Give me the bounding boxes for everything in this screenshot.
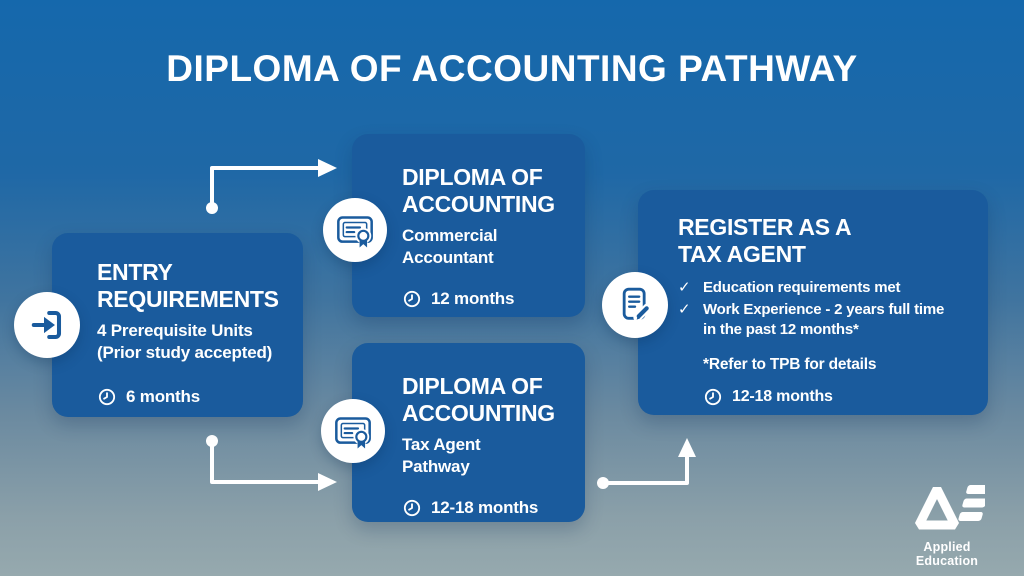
card-heading: DIPLOMA OF ACCOUNTING	[402, 373, 555, 427]
certificate-icon	[321, 399, 385, 463]
brand-logo-text: Applied Education	[915, 540, 979, 568]
clock-icon	[402, 498, 422, 518]
footnote: *Refer to TPB for details	[703, 355, 877, 373]
arrow-entry-to-diploma-bottom	[206, 435, 337, 491]
checklist-item-label: Work Experience - 2 years full time in t…	[703, 301, 945, 338]
brand-logo: Applied Education	[893, 482, 1001, 568]
certificate-icon	[323, 198, 387, 262]
duration-label: 12-18 months	[431, 498, 539, 518]
checklist-item-label: Education requirements met	[703, 279, 901, 297]
clock-icon	[97, 387, 117, 407]
card-diploma-commercial: DIPLOMA OF ACCOUNTING Commercial Account…	[352, 134, 585, 317]
card-register-tax-agent: REGISTER AS A TAX AGENT ✓ Education requ…	[638, 190, 988, 415]
arrow-entry-to-diploma-top	[206, 159, 337, 214]
duration-row: 12-18 months	[703, 387, 982, 407]
duration-row: 12-18 months	[402, 498, 577, 518]
duration-row: 6 months	[97, 387, 291, 407]
duration-row: 12 months	[402, 289, 577, 309]
login-icon	[14, 292, 80, 358]
checklist-item: ✓ Work Experience - 2 years full time in…	[678, 300, 982, 340]
check-icon: ✓	[678, 279, 691, 297]
duration-label: 12 months	[431, 289, 515, 309]
check-icon: ✓	[678, 301, 691, 319]
checklist: ✓ Education requirements met ✓ Work Expe…	[678, 278, 982, 339]
arrow-diploma-to-register	[597, 438, 696, 489]
card-heading: REGISTER AS A TAX AGENT	[678, 214, 852, 268]
clock-icon	[402, 289, 422, 309]
checklist-item: ✓ Education requirements met	[678, 278, 982, 298]
document-edit-icon	[602, 272, 668, 338]
duration-label: 12-18 months	[732, 387, 833, 405]
card-diploma-tax-agent: DIPLOMA OF ACCOUNTING Tax Agent Pathway …	[352, 343, 585, 522]
duration-label: 6 months	[126, 387, 200, 407]
card-heading: DIPLOMA OF ACCOUNTING	[402, 164, 555, 218]
card-body: Tax Agent Pathway	[402, 435, 481, 477]
card-entry-requirements: ENTRY REQUIREMENTS 4 Prerequisite Units …	[52, 233, 303, 417]
card-body: 4 Prerequisite Units (Prior study accept…	[97, 321, 273, 363]
clock-icon	[703, 387, 723, 407]
card-heading: ENTRY REQUIREMENTS	[97, 259, 279, 313]
card-body: Commercial Accountant	[402, 226, 498, 268]
applied-education-logo-icon	[914, 485, 991, 530]
page-title: DIPLOMA OF ACCOUNTING PATHWAY	[166, 48, 858, 89]
